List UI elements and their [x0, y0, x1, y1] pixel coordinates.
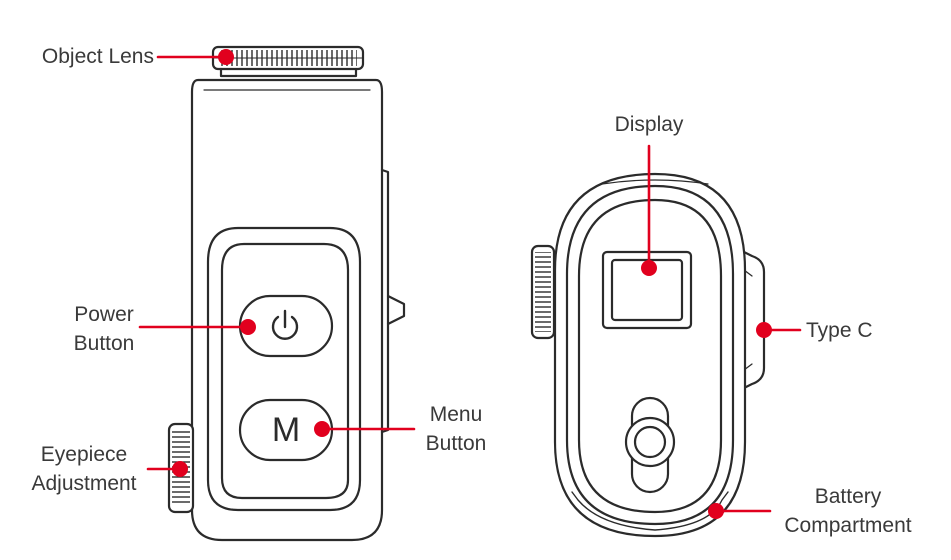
power-icon: [271, 309, 299, 340]
side-port-outline: [380, 168, 390, 434]
front-view-device: [167, 45, 406, 542]
callout-type-c: [756, 322, 802, 338]
label-type-c: Type C: [806, 319, 873, 342]
callout-menu-button: [314, 421, 416, 437]
callout-object-lens: [156, 49, 234, 65]
label-power-button: Power Button: [73, 303, 135, 355]
type-c-cover: [742, 250, 766, 390]
object-lens-ring: [211, 45, 365, 71]
mount-hole: [624, 396, 676, 494]
menu-glyph: M: [271, 411, 301, 449]
label-menu-button: Menu Button: [425, 403, 487, 455]
callout-power-button: [138, 319, 256, 335]
lens-neck: [219, 67, 358, 78]
side-wheel: [530, 244, 556, 340]
display-window: [601, 250, 693, 330]
callout-eyepiece: [146, 461, 188, 477]
side-key: [386, 294, 406, 326]
label-eyepiece-adjustment: Eyepiece Adjustment: [31, 443, 137, 495]
button-panel: [206, 226, 362, 512]
label-object-lens: Object Lens: [41, 45, 154, 68]
callout-display: [641, 144, 657, 276]
back-inner-panel: [577, 198, 723, 514]
label-battery-compartment: Battery Compartment: [784, 485, 912, 537]
callout-battery: [708, 503, 772, 519]
label-display: Display: [614, 113, 684, 136]
back-view-device: [530, 172, 766, 538]
